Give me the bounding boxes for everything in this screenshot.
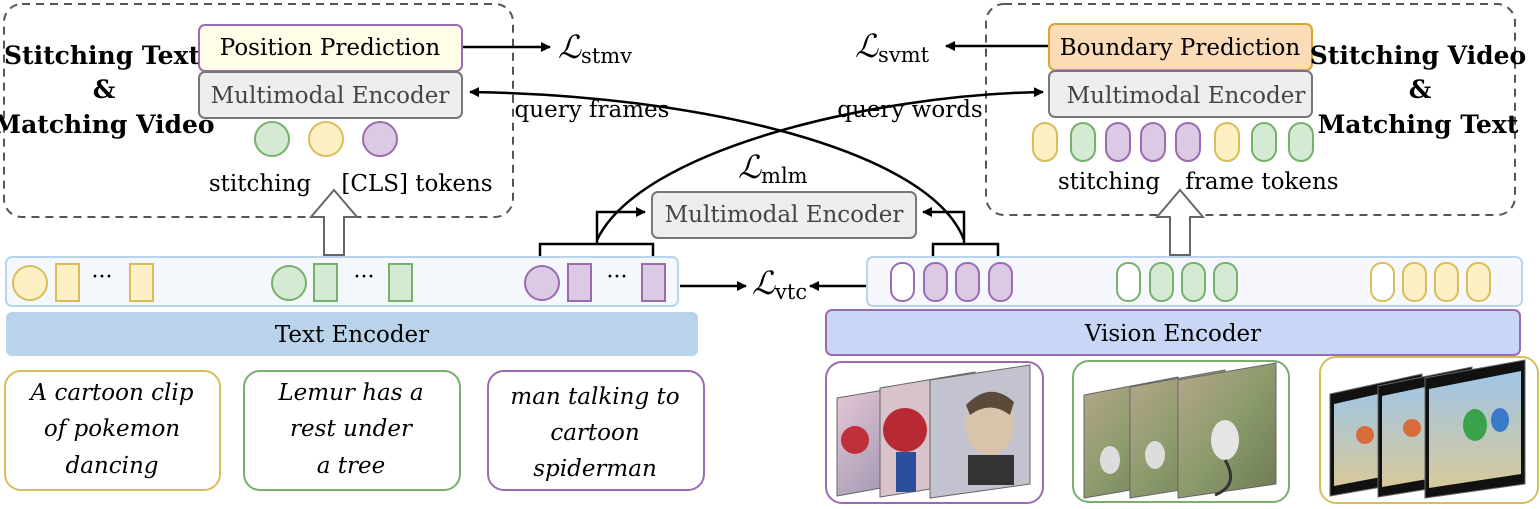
right-token-label-frames: frame tokens bbox=[1185, 169, 1338, 195]
text-token-purple bbox=[641, 263, 666, 302]
text-token-green bbox=[388, 263, 413, 302]
text-token-green-cls bbox=[271, 265, 307, 301]
caption-box-spiderman bbox=[487, 370, 705, 491]
vision-token-yellow bbox=[1466, 262, 1491, 302]
center-multimodal-encoder-label: Multimodal Encoder bbox=[665, 202, 904, 228]
vision-token-bracket bbox=[931, 242, 1000, 262]
frame-token-yellow bbox=[1032, 122, 1058, 162]
frame-token-purple bbox=[1175, 122, 1201, 162]
right-panel-title-3: Matching Text bbox=[1318, 110, 1519, 139]
left-panel-title-1: Stitching Text bbox=[4, 41, 200, 70]
caption-line: spiderman bbox=[533, 456, 657, 482]
center-multimodal-encoder-box bbox=[651, 191, 917, 239]
query-words-label: query words bbox=[837, 97, 983, 123]
caption-line: a tree bbox=[317, 453, 385, 479]
query-frames-label: query frames bbox=[515, 97, 670, 123]
vision-token-purple bbox=[988, 262, 1013, 302]
query-frames-curve bbox=[469, 87, 966, 241]
left-panel-title-2: & bbox=[93, 75, 116, 104]
vtc-loss: ℒvtc bbox=[752, 264, 807, 304]
vision-token-purple bbox=[923, 262, 948, 302]
frame-token-green bbox=[1251, 122, 1277, 162]
svmt-loss: ℒsvmt bbox=[855, 27, 930, 67]
right-multimodal-encoder-label: Multimodal Encoder bbox=[1067, 83, 1306, 109]
video-clip-lemur bbox=[1072, 360, 1290, 503]
text-token-yellow bbox=[55, 263, 80, 302]
stitching-token-green bbox=[254, 121, 290, 157]
vision-token-green bbox=[1181, 262, 1206, 302]
left-multimodal-encoder-box bbox=[198, 71, 463, 119]
left-panel-frame bbox=[3, 3, 514, 218]
text-token-ellipsis: ··· bbox=[607, 265, 628, 290]
text-token-ellipsis: ··· bbox=[92, 265, 113, 290]
video-clip-spiderman bbox=[825, 361, 1044, 504]
vision-encoder-bar bbox=[825, 309, 1521, 356]
text-to-center-arrow bbox=[595, 207, 646, 244]
text-token-yellow-cls bbox=[12, 265, 48, 301]
frame-token-yellow bbox=[1214, 122, 1240, 162]
vision-token-yellow bbox=[1434, 262, 1459, 302]
stitching-token-purple bbox=[362, 121, 398, 157]
text-token-purple bbox=[567, 263, 592, 302]
frame-token-purple bbox=[1140, 122, 1166, 162]
boundary-prediction-label: Boundary Prediction bbox=[1060, 35, 1301, 61]
text-token-purple-cls bbox=[524, 265, 560, 301]
caption-line: rest under bbox=[290, 416, 414, 442]
mlm-loss: ℒmlm bbox=[738, 148, 808, 188]
text-token-green bbox=[313, 263, 338, 302]
caption-line: A cartoon clip bbox=[29, 380, 194, 406]
caption-line: cartoon bbox=[550, 420, 639, 446]
text-token-row bbox=[5, 256, 679, 307]
text-encoder-label: Text Encoder bbox=[275, 322, 429, 348]
right-multimodal-encoder-box bbox=[1048, 70, 1313, 118]
text-token-yellow bbox=[129, 263, 154, 302]
left-panel-title-3: Matching Video bbox=[0, 110, 215, 139]
caption-box-lemur bbox=[243, 370, 461, 491]
text-token-ellipsis: ··· bbox=[354, 265, 375, 290]
vision-token-empty bbox=[1370, 262, 1395, 302]
position-prediction-label: Position Prediction bbox=[220, 35, 441, 61]
right-panel-frame bbox=[985, 3, 1516, 216]
right-panel-title-2: & bbox=[1409, 75, 1432, 104]
frame-token-purple bbox=[1105, 122, 1131, 162]
stitching-token-yellow bbox=[308, 121, 344, 157]
caption-box-pokemon bbox=[4, 370, 221, 491]
left-up-arrow bbox=[308, 188, 360, 256]
left-token-label-stitching: stitching bbox=[209, 171, 312, 197]
video-clip-pokemon bbox=[1319, 356, 1539, 504]
left-multimodal-encoder-label: Multimodal Encoder bbox=[211, 83, 450, 109]
vision-token-empty bbox=[1116, 262, 1141, 302]
vision-token-green bbox=[1213, 262, 1238, 302]
right-token-label-stitching: stitching bbox=[1058, 169, 1161, 195]
caption-line: dancing bbox=[65, 453, 158, 479]
stmv-loss: ℒstmv bbox=[558, 28, 632, 68]
vision-token-empty bbox=[890, 262, 915, 302]
caption-line: man talking to bbox=[510, 384, 679, 410]
vision-token-purple bbox=[955, 262, 980, 302]
caption-line: of pokemon bbox=[44, 416, 180, 442]
vision-token-green bbox=[1149, 262, 1174, 302]
vision-to-center-arrow bbox=[922, 207, 966, 244]
caption-line: Lemur has a bbox=[277, 380, 423, 406]
right-up-arrow bbox=[1154, 188, 1206, 256]
query-words-curve bbox=[595, 87, 1044, 241]
vision-token-yellow bbox=[1402, 262, 1427, 302]
text-encoder-bar bbox=[6, 312, 698, 356]
vision-encoder-label: Vision Encoder bbox=[1084, 321, 1261, 347]
left-token-label-cls: [CLS] tokens bbox=[341, 171, 492, 197]
right-panel-title-1: Stitching Video bbox=[1310, 41, 1526, 70]
frame-token-green bbox=[1070, 122, 1096, 162]
frame-token-green bbox=[1288, 122, 1314, 162]
